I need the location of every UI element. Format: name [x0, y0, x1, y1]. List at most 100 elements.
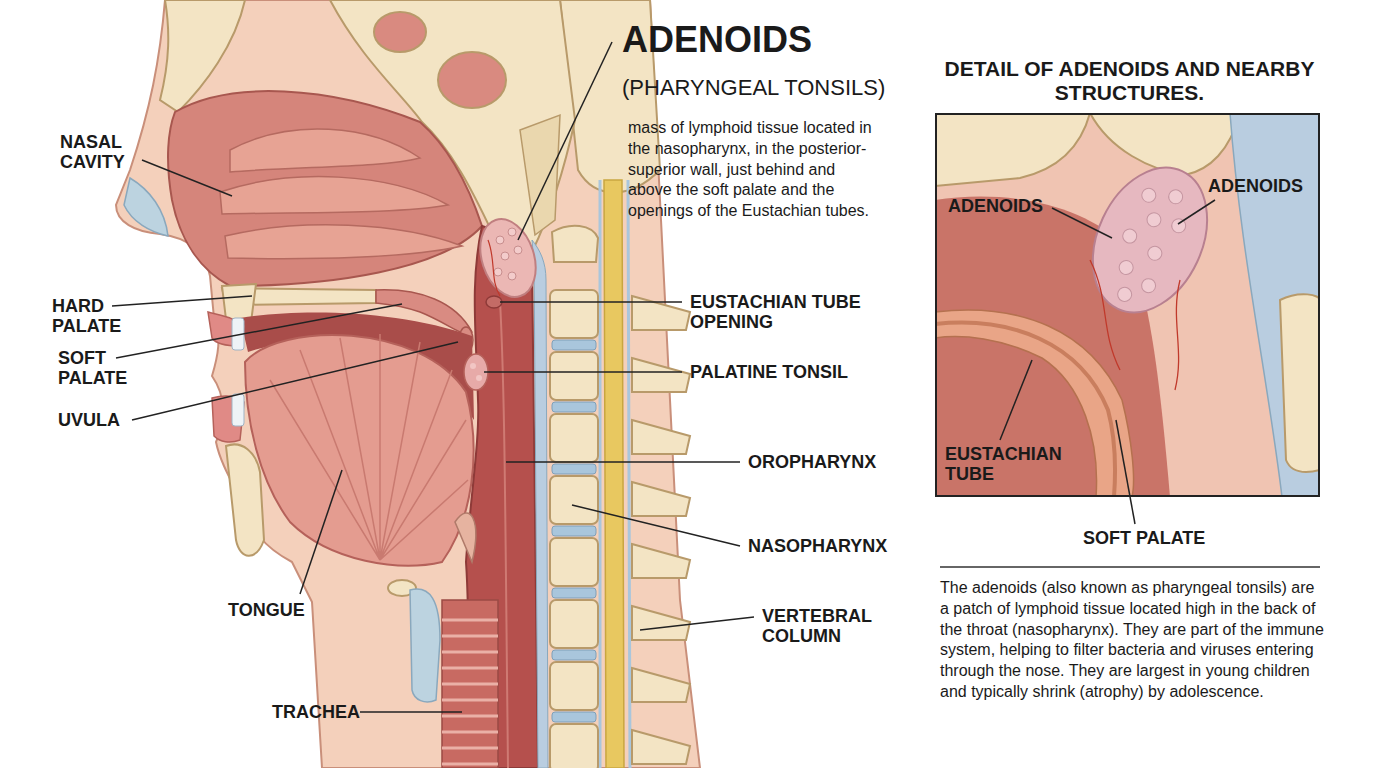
prevertebral-ligament	[532, 240, 548, 768]
part-label: HARD PALATE	[52, 296, 142, 336]
vertebral-column	[550, 538, 598, 586]
vertebral-column	[604, 180, 624, 768]
vertebral-column	[550, 662, 598, 710]
divider-rule	[940, 566, 1320, 568]
part-label: EUSTACHIAN TUBE OPENING	[690, 292, 870, 332]
vertebral-column	[552, 712, 596, 722]
inset-frame: DETAIL OF ADENOIDS AND NEARBY STRUCTURES…	[935, 113, 1320, 497]
leader-lines	[484, 371, 682, 373]
inset-illustration	[1139, 186, 1158, 205]
nasal-cavity	[124, 91, 482, 286]
part-label: PALATINE TONSIL	[690, 362, 848, 382]
inset-illustration	[1230, 113, 1320, 497]
tongue	[270, 334, 468, 560]
vertebral-column	[550, 724, 598, 768]
inset-illustration	[1145, 210, 1164, 229]
part-label: EUSTACHIAN TUBE	[945, 444, 1085, 484]
nasal-cavity	[124, 178, 168, 236]
part-label: OROPHARYNX	[748, 452, 876, 472]
inset-illustration	[1071, 149, 1229, 331]
part-label: ADENOIDS	[1208, 176, 1303, 196]
inset-illustration	[935, 113, 1090, 186]
palatine-tonsil	[470, 363, 476, 369]
inset-illustration	[1115, 285, 1134, 304]
leader-lines	[518, 42, 612, 240]
skull-base-bone	[374, 12, 426, 52]
leader-lines	[116, 304, 402, 358]
divider-rule	[940, 567, 1320, 568]
vertebral-column	[632, 296, 690, 330]
inset-illustration	[935, 113, 1320, 497]
vertebral-column	[550, 180, 690, 768]
leader-lines	[300, 470, 342, 594]
inset-illustration	[935, 310, 1134, 497]
mandible-bone	[226, 444, 416, 596]
part-label: NASOPHARYNX	[748, 536, 887, 556]
vertebral-column	[550, 600, 598, 648]
adenoids	[501, 252, 509, 260]
leader-lines	[500, 301, 682, 303]
prevertebral-ligament	[532, 240, 548, 768]
adenoids	[471, 212, 545, 304]
part-label: NASAL CAVITY	[60, 132, 150, 172]
vertebral-column	[552, 526, 596, 536]
leader-lines	[1178, 200, 1215, 224]
inset-illustration	[1120, 227, 1139, 246]
vertebral-column	[552, 464, 596, 474]
leader-lines	[142, 160, 232, 196]
inset-illustration	[1090, 113, 1240, 175]
vertebral-column	[550, 352, 598, 400]
vertebral-column	[552, 340, 596, 350]
description-text: mass of lymphoid tissue located in the n…	[628, 118, 873, 222]
eustachian-opening	[486, 296, 502, 308]
inset-illustration	[1166, 187, 1185, 206]
vertebral-column	[552, 226, 598, 262]
adenoids	[471, 212, 545, 304]
adenoids	[508, 272, 516, 280]
part-label: SOFT PALATE	[1083, 528, 1205, 548]
leader-lines	[112, 296, 252, 306]
skin-silhouette	[116, 0, 700, 768]
caption-text: The adenoids (also known as pharyngeal t…	[940, 578, 1325, 703]
lips-and-teeth	[232, 394, 244, 426]
leader-lines	[506, 461, 740, 463]
adenoids	[508, 228, 516, 236]
inset-heading: DETAIL OF ADENOIDS AND NEARBY STRUCTURES…	[917, 57, 1342, 105]
part-label: TONGUE	[228, 600, 305, 620]
inset-illustration	[1280, 294, 1320, 472]
vertebral-column	[632, 420, 690, 454]
larynx-trachea	[442, 600, 498, 768]
skull-base-bone	[438, 52, 506, 108]
part-label: SOFT PALATE	[58, 348, 148, 388]
adenoids	[496, 236, 504, 244]
part-label: (PHARYNGEAL TONSILS)	[622, 76, 885, 101]
adenoids	[514, 246, 522, 254]
eustachian-opening	[486, 296, 502, 308]
nasal-cavity	[220, 177, 448, 214]
leader-lines	[1116, 420, 1135, 524]
vertebral-column	[632, 606, 690, 640]
vertebral-column	[552, 650, 596, 660]
skin-silhouette	[116, 0, 700, 768]
larynx-trachea	[410, 589, 440, 702]
skull-base-bone	[520, 115, 560, 235]
nasal-cavity	[225, 225, 462, 259]
inset-illustration	[935, 323, 1115, 497]
vertebral-column	[550, 476, 598, 524]
leader-lines	[1052, 208, 1112, 238]
larynx-trachea	[455, 513, 476, 562]
larynx-trachea	[410, 513, 498, 768]
vertebral-column	[550, 290, 598, 338]
larynx-trachea	[442, 620, 498, 764]
tongue	[245, 335, 474, 566]
palatine-tonsil	[476, 375, 482, 381]
inset-illustration	[935, 197, 1170, 497]
inset-illustration	[1071, 149, 1229, 331]
nasal-cavity	[230, 129, 420, 172]
tongue	[245, 334, 474, 566]
part-label: TRACHEA	[272, 702, 360, 722]
adenoids	[488, 240, 500, 296]
inset-illustration	[1146, 244, 1165, 263]
leader-lines	[360, 711, 462, 713]
